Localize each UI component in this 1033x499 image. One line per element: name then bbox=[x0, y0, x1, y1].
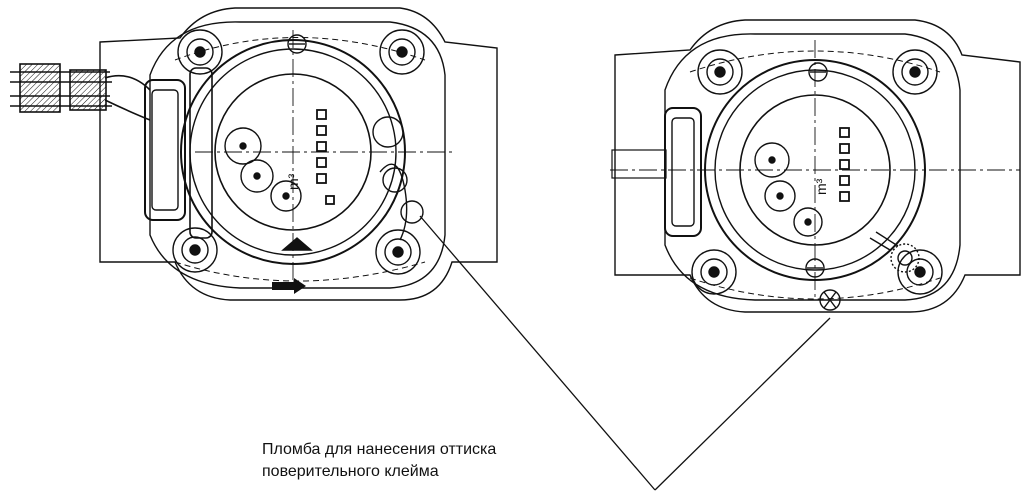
callout-line-1: Пломба для нанесения оттиска bbox=[262, 441, 497, 458]
right-digit-windows bbox=[839, 127, 850, 202]
right-screw-bottom bbox=[805, 258, 825, 278]
left-bolt-top-left bbox=[177, 29, 223, 75]
left-bolt-bottom-right bbox=[375, 229, 421, 275]
left-screw-top bbox=[287, 34, 307, 54]
left-seal-mechanism bbox=[372, 116, 424, 241]
right-bolt-top-right bbox=[892, 49, 938, 95]
callout-line-2: поверительного клейма bbox=[262, 463, 439, 480]
right-screw-top bbox=[808, 62, 828, 82]
left-bolt-bottom-left bbox=[172, 227, 218, 273]
right-bolt-bottom-right bbox=[897, 249, 943, 295]
left-cap-bottom bbox=[281, 237, 313, 251]
seal-callout-label: Пломба для нанесения оттиска поверительн… bbox=[262, 439, 592, 483]
leader-line-left bbox=[419, 215, 656, 491]
left-small-dial-3 bbox=[270, 180, 302, 212]
flow-arrow-icon bbox=[272, 278, 306, 294]
left-digit-windows bbox=[316, 109, 335, 205]
right-housing-outline bbox=[614, 19, 1021, 313]
right-seal-mechanism bbox=[819, 231, 920, 311]
right-small-dial-3 bbox=[793, 207, 823, 237]
left-flange bbox=[149, 21, 446, 289]
left-cable-bundle bbox=[10, 63, 151, 121]
right-flange bbox=[664, 33, 961, 301]
right-dashed-arc bbox=[689, 50, 941, 300]
right-side-clamp bbox=[664, 107, 702, 237]
right-unit-label: m³ bbox=[813, 178, 829, 195]
right-bolt-bottom-left bbox=[691, 249, 737, 295]
right-meter bbox=[610, 19, 1021, 313]
left-housing-outline bbox=[99, 7, 498, 301]
leader-line-right bbox=[654, 317, 831, 491]
left-small-dial-2 bbox=[240, 159, 274, 193]
left-small-dial-1 bbox=[224, 127, 262, 165]
right-small-dial-2 bbox=[764, 180, 796, 212]
right-bolt-top-left bbox=[697, 49, 743, 95]
left-bolt-top-right bbox=[379, 29, 425, 75]
left-meter bbox=[10, 7, 498, 301]
left-unit-label: m³ bbox=[285, 173, 301, 190]
left-side-clamp bbox=[144, 79, 186, 221]
callout-leaders bbox=[419, 215, 831, 491]
right-small-dial-1 bbox=[754, 142, 790, 178]
